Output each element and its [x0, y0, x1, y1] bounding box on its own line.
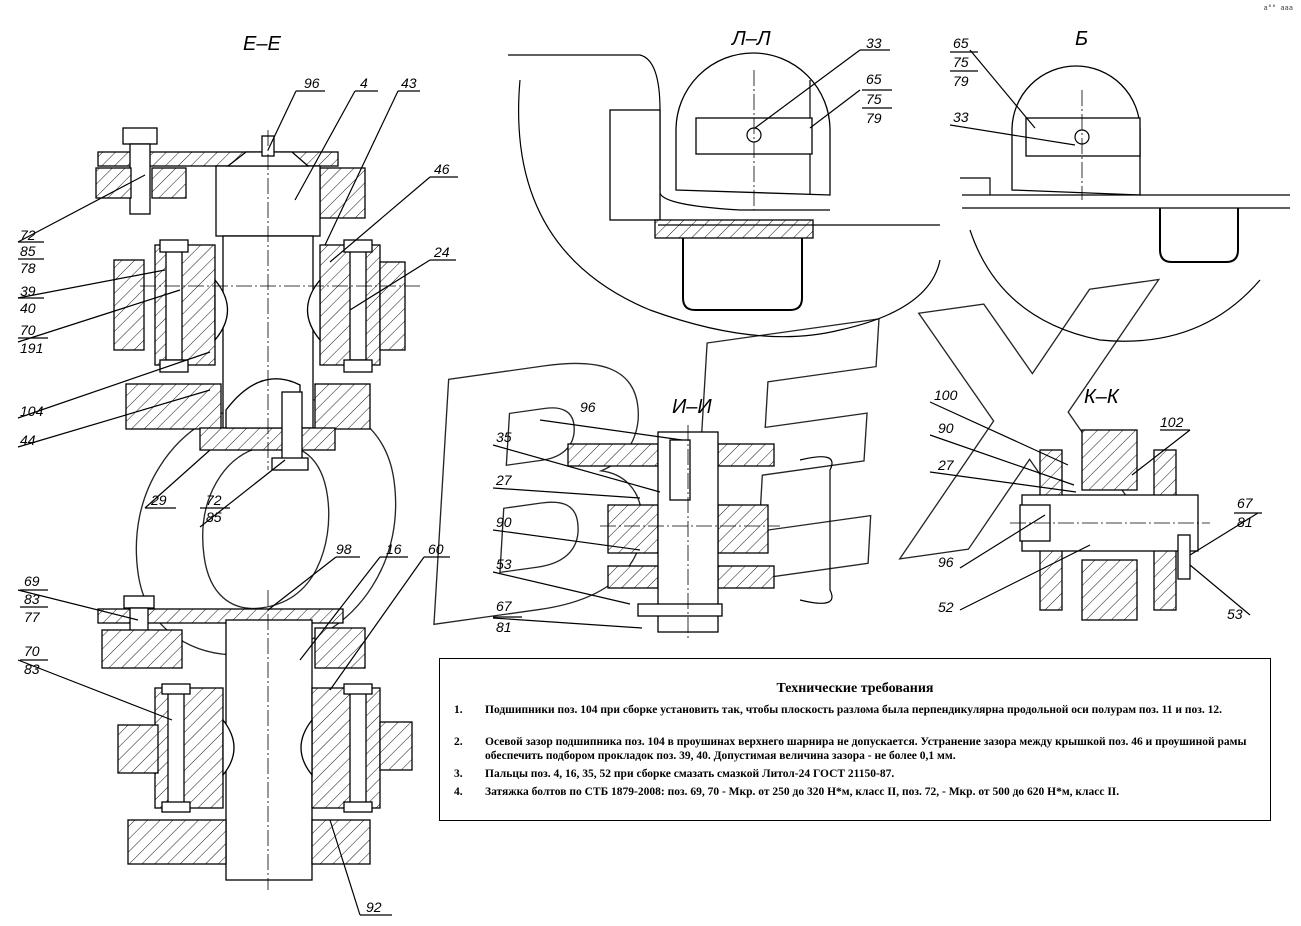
- callout-70b: 70: [24, 643, 40, 659]
- callout-46: 46: [434, 161, 450, 177]
- callout-98: 98: [336, 541, 352, 557]
- callout-79-ll: 79: [866, 110, 882, 126]
- callout-67-kk: 67: [1237, 495, 1254, 511]
- note-text: Подшипники поз. 104 при сборке установит…: [485, 704, 1223, 716]
- technical-requirements-title: Технические требования: [776, 681, 934, 696]
- callout-92: 92: [366, 899, 382, 915]
- view-b: [960, 65, 1290, 342]
- callout-67-ii: 67: [496, 598, 513, 614]
- callout-81-ii: 81: [496, 619, 512, 635]
- callout-53-ii: 53: [496, 556, 512, 572]
- callout-102: 102: [1160, 414, 1184, 430]
- callout-53-kk: 53: [1227, 606, 1243, 622]
- callout-27-ii: 27: [495, 472, 513, 488]
- callout-100: 100: [934, 387, 958, 403]
- callout-90-kk: 90: [938, 420, 954, 436]
- callout-75-b: 75: [953, 54, 969, 70]
- callout-72: 72: [20, 227, 36, 243]
- note-text: Осевой зазор подшипника поз. 104 в проуш…: [485, 736, 1247, 762]
- leader-lines: [17, 49, 1259, 916]
- callout-29: 29: [150, 492, 167, 508]
- callout-83: 83: [24, 591, 40, 607]
- callout-16: 16: [386, 541, 402, 557]
- callout-81-kk: 81: [1237, 514, 1253, 530]
- view-title-b: Б: [1075, 28, 1088, 50]
- note-number: 3.: [454, 768, 463, 780]
- technical-requirements-box: Технические требования 1. Подшипники поз…: [439, 658, 1271, 821]
- view-lower-left: [97, 590, 413, 890]
- callout-40: 40: [20, 300, 36, 316]
- callout-78: 78: [20, 260, 36, 276]
- callout-90-ii: 90: [496, 514, 512, 530]
- callout-72b: 72: [206, 492, 222, 508]
- callout-65-b: 65: [953, 35, 969, 51]
- callout-85: 85: [20, 243, 36, 259]
- callout-60: 60: [428, 541, 444, 557]
- callout-96-ii: 96: [580, 399, 596, 415]
- callout-104: 104: [20, 403, 44, 419]
- callout-96: 96: [304, 75, 320, 91]
- callout-44: 44: [20, 432, 36, 448]
- view-title-ii: И–И: [672, 396, 712, 418]
- note-number: 1.: [454, 704, 463, 716]
- callout-191: 191: [20, 340, 43, 356]
- view-title-kk: К–К: [1084, 386, 1120, 408]
- callout-65-ll: 65: [866, 71, 882, 87]
- note-number: 4.: [454, 786, 463, 798]
- callout-39: 39: [20, 283, 36, 299]
- callout-4: 4: [360, 75, 368, 91]
- callout-69: 69: [24, 573, 40, 589]
- note-number: 2.: [454, 736, 463, 748]
- callout-24: 24: [433, 244, 450, 260]
- callout-43: 43: [401, 75, 417, 91]
- view-ll: [508, 52, 941, 338]
- note-text: Пальцы поз. 4, 16, 35, 52 при сборке сма…: [485, 768, 895, 780]
- view-title-ll: Л–Л: [730, 28, 771, 50]
- callout-75-ll: 75: [866, 91, 882, 107]
- callout-83b: 83: [24, 661, 40, 677]
- callout-labels: 96 4 43 46 24 72 85 78 39 40 70 191 104 …: [18, 35, 1262, 915]
- callout-79-b: 79: [953, 73, 969, 89]
- callout-33-ll: 33: [866, 35, 882, 51]
- callout-33-b: 33: [953, 109, 969, 125]
- callout-27-kk: 27: [937, 457, 955, 473]
- callout-70: 70: [20, 322, 36, 338]
- corner-mark: а°° ааа: [1263, 4, 1293, 12]
- callout-77: 77: [24, 609, 41, 625]
- note-text: Затяжка болтов по СТБ 1879-2008: поз. 69…: [485, 786, 1120, 798]
- view-ii: [567, 425, 833, 640]
- callout-85b: 85: [206, 509, 222, 525]
- callout-35: 35: [496, 429, 512, 445]
- view-title-ee: Е–Е: [243, 33, 281, 55]
- view-kk: [1010, 429, 1210, 621]
- callout-52: 52: [938, 599, 954, 615]
- callout-96-kk: 96: [938, 554, 954, 570]
